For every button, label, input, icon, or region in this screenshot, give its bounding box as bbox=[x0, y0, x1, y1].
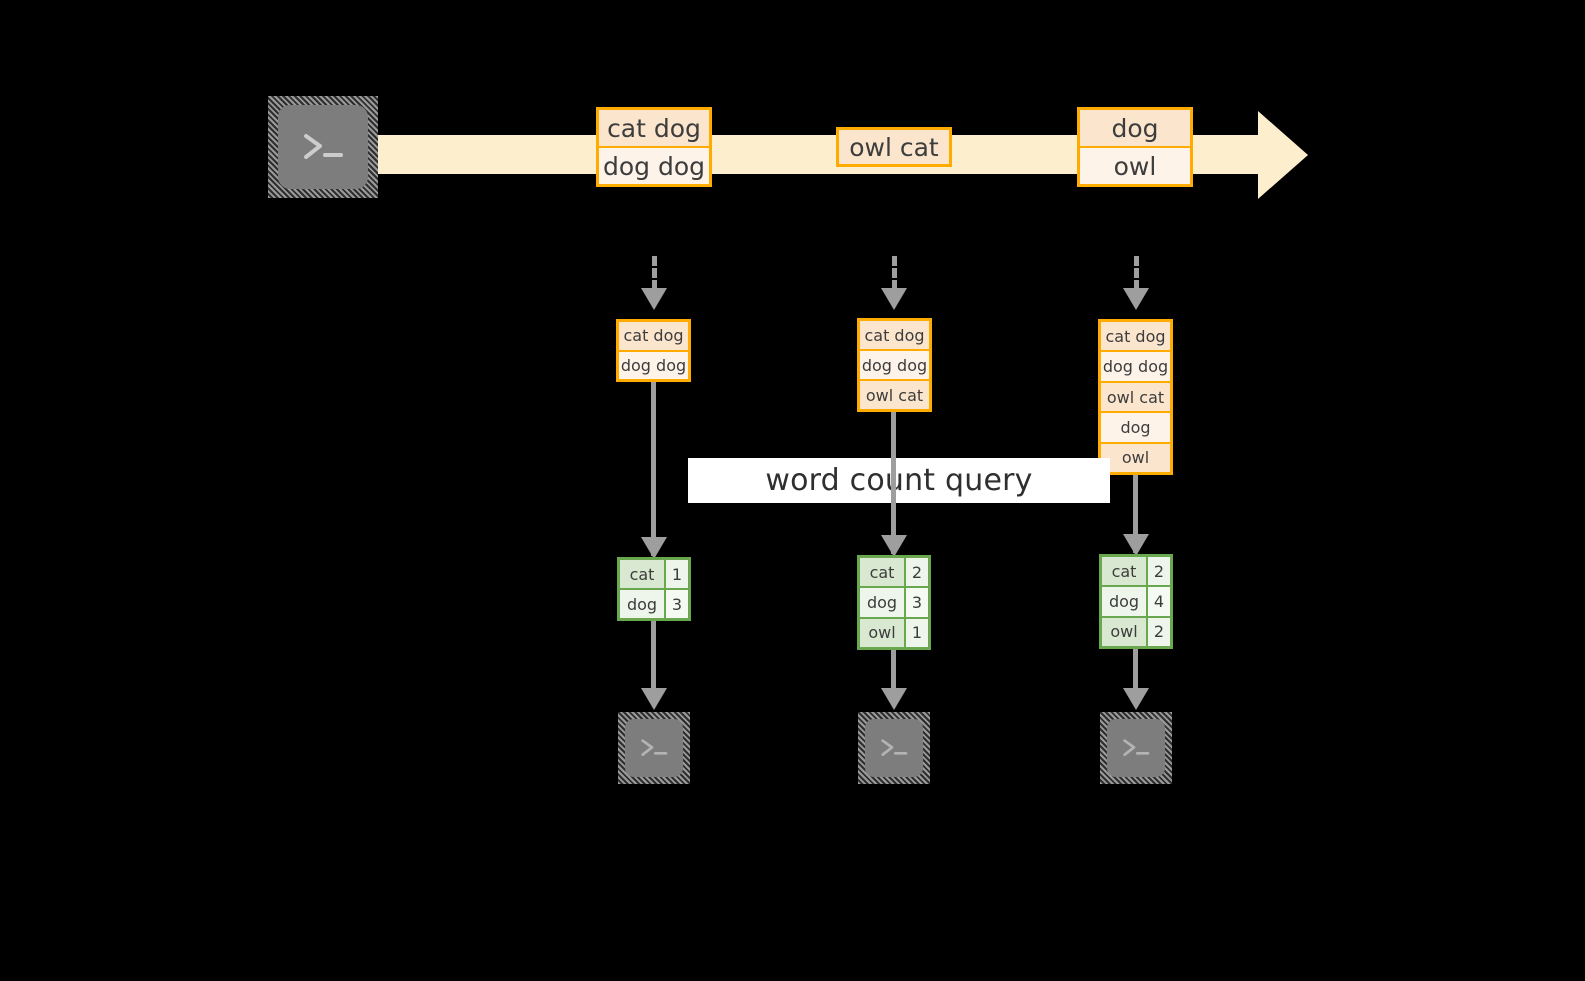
snapshot-2-buffer: cat dog dog dog owl cat bbox=[857, 318, 932, 412]
snapshot-2-result-table: cat 2 dog 3 owl 1 bbox=[857, 555, 931, 650]
result-word: owl bbox=[860, 618, 906, 647]
result-count: 4 bbox=[1148, 587, 1170, 616]
terminal-prompt-glyph bbox=[881, 739, 908, 756]
snapshot-1-sink-line bbox=[651, 621, 656, 695]
snapshot-2-sink-terminal-icon bbox=[858, 712, 930, 784]
stream-event-1: cat dog dog dog bbox=[596, 107, 712, 187]
result-count: 3 bbox=[666, 590, 688, 618]
snapshot-1-inbound-arrow-icon bbox=[641, 288, 667, 310]
table-row: dog 3 bbox=[620, 590, 688, 618]
result-count: 1 bbox=[906, 618, 928, 647]
query-label-band: word count query bbox=[688, 458, 1110, 503]
stream-event-line: dog bbox=[1080, 110, 1190, 148]
stream-event-3: dog owl bbox=[1077, 107, 1193, 187]
stream-arrow-head-icon bbox=[1258, 111, 1308, 199]
buffer-row: dog dog bbox=[860, 351, 929, 381]
snapshot-1-buffer: cat dog dog dog bbox=[616, 319, 691, 382]
snapshot-2-query-arrow-icon bbox=[881, 535, 907, 557]
result-word: dog bbox=[1102, 587, 1148, 616]
snapshot-1-inbound-line bbox=[652, 256, 657, 290]
terminal-prompt-glyph bbox=[304, 134, 343, 159]
buffer-row: dog dog bbox=[619, 351, 688, 379]
table-row: cat 2 bbox=[860, 558, 928, 589]
result-count: 1 bbox=[666, 560, 688, 588]
snapshot-3-query-arrow-icon bbox=[1123, 534, 1149, 556]
table-row: owl 2 bbox=[1102, 617, 1170, 646]
table-row: dog 4 bbox=[1102, 587, 1170, 618]
snapshot-2-inbound-arrow-icon bbox=[881, 288, 907, 310]
table-row: dog 3 bbox=[860, 588, 928, 619]
result-word: dog bbox=[860, 588, 906, 617]
buffer-row: dog dog bbox=[1101, 352, 1170, 383]
result-word: cat bbox=[620, 560, 666, 588]
snapshot-3-result-table: cat 2 dog 4 owl 2 bbox=[1099, 554, 1173, 649]
table-row: owl 1 bbox=[860, 618, 928, 647]
result-word: owl bbox=[1102, 617, 1148, 646]
result-word: cat bbox=[860, 558, 906, 587]
snapshot-3-sink-line bbox=[1133, 649, 1138, 695]
source-terminal-icon bbox=[268, 96, 378, 198]
result-count: 2 bbox=[906, 558, 928, 587]
buffer-row: owl bbox=[1101, 443, 1170, 473]
snapshot-1-sink-terminal-icon bbox=[618, 712, 690, 784]
snapshot-2-sink-arrow-icon bbox=[881, 688, 907, 710]
buffer-row: cat dog bbox=[1101, 322, 1170, 353]
snapshot-3-query-line bbox=[1133, 475, 1138, 553]
buffer-row: cat dog bbox=[860, 321, 929, 351]
terminal-prompt-glyph bbox=[1123, 739, 1150, 756]
snapshot-1-query-arrow-icon bbox=[641, 537, 667, 559]
buffer-row: dog bbox=[1101, 413, 1170, 444]
result-count: 3 bbox=[906, 588, 928, 617]
query-label: word count query bbox=[765, 463, 1033, 498]
result-word: cat bbox=[1102, 557, 1148, 586]
snapshot-2-inbound-line bbox=[892, 256, 897, 290]
result-word: dog bbox=[620, 590, 666, 618]
stream-event-line: cat dog bbox=[599, 110, 709, 148]
buffer-row: cat dog bbox=[619, 322, 688, 352]
snapshot-3-sink-terminal-icon bbox=[1100, 712, 1172, 784]
stream-event-line: dog dog bbox=[599, 148, 709, 184]
snapshot-2-query-line-overlay bbox=[891, 458, 896, 503]
snapshot-2-sink-line bbox=[891, 650, 896, 695]
buffer-row: owl cat bbox=[1101, 382, 1170, 414]
stream-event-line: owl bbox=[1080, 148, 1190, 184]
snapshot-1-sink-arrow-icon bbox=[641, 688, 667, 710]
snapshot-3-sink-arrow-icon bbox=[1123, 688, 1149, 710]
stream-event-line: owl cat bbox=[839, 130, 949, 164]
result-count: 2 bbox=[1148, 557, 1170, 586]
table-row: cat 2 bbox=[1102, 557, 1170, 588]
snapshot-1-query-line bbox=[651, 382, 656, 556]
table-row: cat 1 bbox=[620, 560, 688, 590]
result-count: 2 bbox=[1148, 617, 1170, 646]
buffer-row: owl cat bbox=[860, 381, 929, 409]
stream-event-2: owl cat bbox=[836, 127, 952, 167]
terminal-prompt-glyph bbox=[641, 739, 668, 756]
snapshot-3-inbound-line bbox=[1134, 256, 1139, 290]
snapshot-1-result-table: cat 1 dog 3 bbox=[617, 557, 691, 621]
snapshot-3-buffer: cat dog dog dog owl cat dog owl bbox=[1098, 319, 1173, 475]
snapshot-3-inbound-arrow-icon bbox=[1123, 288, 1149, 310]
